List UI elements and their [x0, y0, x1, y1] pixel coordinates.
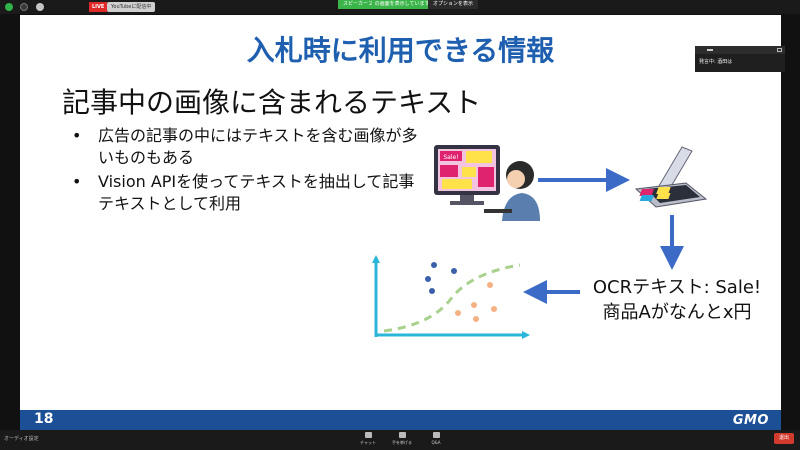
view-options-button[interactable]: オプションを表示	[428, 0, 479, 9]
youtube-stream-button[interactable]: YouTubeに配信中	[107, 2, 156, 12]
top-bar: LIVE YouTubeに配信中 スピーカー２ の画面を表示しています オプショ…	[0, 0, 800, 14]
leave-button[interactable]: 退出	[773, 433, 794, 444]
ocr-result-text: OCRテキスト: Sale! 商品Aがなんとx円	[582, 275, 772, 325]
bullet-item: 広告の記事の中にはテキストを含む画像が多いものもある	[68, 125, 428, 169]
raise-hand-button[interactable]: 手を挙げる	[390, 432, 414, 446]
slide-footer: 18 GMO	[20, 410, 781, 430]
chat-button[interactable]: チャット	[356, 432, 380, 446]
status-green-icon[interactable]	[5, 3, 13, 11]
audio-settings-button[interactable]: オーディオ設定	[4, 436, 39, 442]
status-circle-icon[interactable]	[20, 3, 28, 11]
bullet-list: 広告の記事の中にはテキストを含む画像が多いものもある Vision APIを使っ…	[68, 125, 428, 217]
screen-share-notice: スピーカー２ の画面を表示しています	[338, 0, 435, 9]
hand-icon	[398, 432, 406, 438]
live-badge[interactable]: LIVE	[89, 2, 108, 12]
slide-title: 入札時に利用できる情報	[246, 34, 555, 67]
meeting-controls-bar: オーディオ設定 チャット 手を挙げる Q&A 退出	[0, 430, 800, 450]
status-grey-icon[interactable]	[36, 3, 44, 11]
qa-icon	[432, 432, 440, 438]
scanner-illustration	[634, 146, 708, 208]
slide-subtitle: 記事中の画像に含まれるテキスト	[62, 86, 482, 119]
chat-icon	[364, 432, 372, 438]
flow-arrows	[523, 168, 684, 304]
scatter-graph-illustration	[372, 255, 530, 339]
page-number: 18	[34, 411, 54, 427]
shared-slide: 入札時に利用できる情報 記事中の画像に含まれるテキスト 広告の記事の中にはテキス…	[20, 15, 781, 430]
company-logo: GMO	[732, 413, 769, 428]
qa-button[interactable]: Q&A	[424, 432, 448, 445]
tile-header	[695, 46, 785, 54]
participant-video-tile[interactable]: 発言中: 酒田は	[695, 46, 785, 72]
bullet-item: Vision APIを使ってテキストを抽出して記事テキストとして利用	[68, 171, 428, 215]
person-at-computer-illustration: Sale!	[434, 145, 540, 221]
participant-name: 発言中: 酒田は	[699, 59, 733, 65]
minimize-icon[interactable]	[707, 49, 713, 51]
ocr-line: OCRテキスト: Sale!	[592, 277, 762, 298]
svg-text:Sale!: Sale!	[443, 154, 458, 161]
ocr-line: 商品Aがなんとx円	[602, 302, 752, 323]
expand-icon[interactable]	[777, 48, 782, 52]
